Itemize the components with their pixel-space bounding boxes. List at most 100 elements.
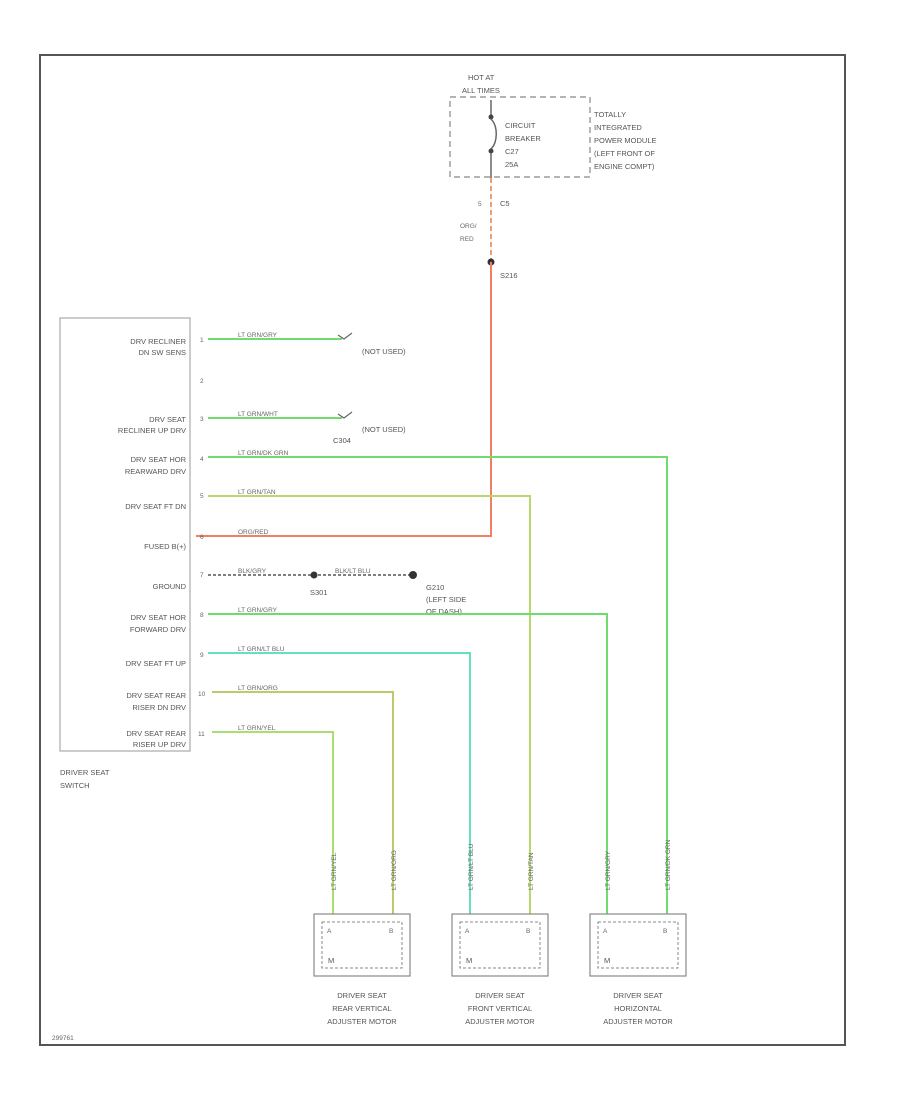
motor3-caption-3: ADJUSTER MOTOR (603, 1017, 673, 1026)
ground-location-1: (LEFT SIDE (426, 595, 466, 604)
switch-row-3-label-a: DRV SEAT (149, 415, 186, 424)
motor2-caption-2: FRONT VERTICAL (468, 1004, 532, 1013)
splice-s301-label: S301 (310, 588, 328, 597)
wire-pin3-label: LT GRN/WHT (238, 411, 278, 418)
wire-pin1-label: LT GRN/GRY (238, 332, 278, 339)
switch-row-9-label: DRV SEAT FT UP (126, 659, 186, 668)
breaker-label-4: 25A (505, 160, 518, 169)
feed-wire-orange (196, 262, 492, 537)
footer-code: 299761 (52, 1035, 74, 1042)
breaker-symbol (490, 118, 497, 150)
motor2-inner (459, 921, 541, 969)
pin-6: 6 (200, 534, 204, 541)
hot-label: HOT AT (468, 73, 495, 82)
pin-8: 8 (200, 612, 204, 619)
motor1-caption-3: ADJUSTER MOTOR (327, 1017, 397, 1026)
splice-s301 (310, 571, 318, 579)
wire-pin6-label: ORG/RED (238, 529, 269, 536)
wire-pin5 (208, 495, 531, 914)
motor-rear-vertical: A B M DRIVER SEAT REAR VERTICAL ADJUSTER… (313, 913, 411, 1026)
pin-1: 1 (200, 337, 204, 344)
motor2-box (451, 913, 549, 977)
pin-11: 11 (198, 731, 205, 738)
module-name-1: TOTALLY (594, 110, 626, 119)
motor1-wire-b-label: LT GRN/ORG (391, 850, 398, 890)
splice-s216-label: S216 (500, 271, 518, 280)
wire-pin10-label: LT GRN/ORG (238, 685, 278, 692)
switch-row-4-label-b: REARWARD DRV (125, 467, 186, 476)
motor1-pin-a: A (327, 928, 332, 935)
switch-row-11-label-b: RISER UP DRV (133, 740, 186, 749)
motor2-pin-b: B (526, 928, 530, 935)
switch-row-7-label: GROUND (153, 582, 187, 591)
pin-2: 2 (200, 378, 204, 385)
motor-front-vertical: A B M DRIVER SEAT FRONT VERTICAL ADJUSTE… (451, 913, 549, 1026)
pin-7: 7 (200, 572, 204, 579)
motor3-box (589, 913, 687, 977)
motor3-caption-1: DRIVER SEAT (613, 991, 663, 1000)
wire-pin11 (212, 731, 334, 914)
breaker-label-3: C27 (505, 147, 519, 156)
switch-row-5-label: DRV SEAT FT DN (125, 502, 186, 511)
breaker-contact-bottom (488, 148, 494, 154)
breaker-label-1: CIRCUIT (505, 121, 536, 130)
motor2-wire-b-label: LT GRN/TAN (528, 852, 535, 890)
module-name-3: POWER MODULE (594, 136, 657, 145)
ground-g210 (409, 571, 417, 579)
motor1-symbol: M (328, 956, 334, 965)
power-module: HOT AT ALL TIMES TOTALLY INTEGRATED POWE… (449, 73, 657, 178)
module-location-2: ENGINE COMPT) (594, 162, 655, 171)
switch-row-10-label-b: RISER DN DRV (132, 703, 186, 712)
motor3-pin-a: A (603, 928, 608, 935)
motor1-caption-1: DRIVER SEAT (337, 991, 387, 1000)
switch-box (59, 317, 191, 752)
driver-seat-switch: DRIVER SEAT SWITCH DRV RECLINER DN SW SE… (59, 317, 206, 790)
wire-pin4 (208, 456, 668, 914)
pin-10: 10 (198, 691, 206, 698)
wire-pin1-dest: (NOT USED) (362, 347, 406, 356)
motor1-wire-a-label: LT GRN/YEL (331, 852, 338, 890)
motor3-wire-a-label: LT GRN/GRY (605, 850, 612, 890)
switch-row-10-label-a: DRV SEAT REAR (126, 691, 186, 700)
feed-connector-pin: 5 (478, 201, 482, 208)
motor3-caption-2: HORIZONTAL (614, 1004, 662, 1013)
hot-label-2: ALL TIMES (462, 86, 500, 95)
switch-row-8-label-b: FORWARD DRV (130, 625, 186, 634)
wire-pin3-end (337, 411, 353, 419)
connector-c304: C304 (333, 436, 351, 445)
feed-wire-color-1: ORG/ (460, 223, 477, 230)
breaker-label-2: BREAKER (505, 134, 541, 143)
pin-4: 4 (200, 456, 204, 463)
switch-row-6-label: FUSED B(+) (144, 542, 186, 551)
wire-pin10 (212, 691, 394, 914)
pin-9: 9 (200, 652, 204, 659)
switch-caption-1: DRIVER SEAT (60, 768, 110, 777)
switch-row-1-label-a: DRV RECLINER (130, 337, 186, 346)
ground-g210-label: G210 (426, 583, 444, 592)
motor1-box (313, 913, 411, 977)
motor2-symbol: M (466, 956, 472, 965)
switch-row-1-label-b: DN SW SENS (138, 348, 186, 357)
switch-row-3-label-b: RECLINER UP DRV (118, 426, 186, 435)
diagram-frame (39, 54, 846, 1046)
switch-row-8-label-a: DRV SEAT HOR (131, 613, 187, 622)
pin-5: 5 (200, 493, 204, 500)
wire-pin1-end (337, 332, 353, 340)
switch-wires: LT GRN/GRY (NOT USED) LT GRN/WHT (NOT US… (208, 332, 668, 914)
feed-connector-label: C5 (500, 199, 510, 208)
motor3-symbol: M (604, 956, 610, 965)
wire-pin4-label: LT GRN/DK GRN (238, 450, 289, 457)
motor2-caption-3: ADJUSTER MOTOR (465, 1017, 535, 1026)
motor3-wire-b-label: LT GRN/DK GRN (665, 839, 672, 890)
switch-row-11-label-a: DRV SEAT REAR (126, 729, 186, 738)
ground-wire-2-label: BLK/LT BLU (335, 568, 371, 575)
module-name-2: INTEGRATED (594, 123, 642, 132)
ground-location-2: OF DASH) (426, 607, 462, 616)
motor2-caption-1: DRIVER SEAT (475, 991, 525, 1000)
motor2-pin-a: A (465, 928, 470, 935)
wire-pin9 (208, 652, 471, 914)
wire-pin7-label: BLK/GRY (238, 568, 267, 575)
switch-row-4-label-a: DRV SEAT HOR (131, 455, 187, 464)
motor-wire-labels: LT GRN/YEL LT GRN/ORG LT GRN/LT BLU LT G… (331, 839, 672, 890)
